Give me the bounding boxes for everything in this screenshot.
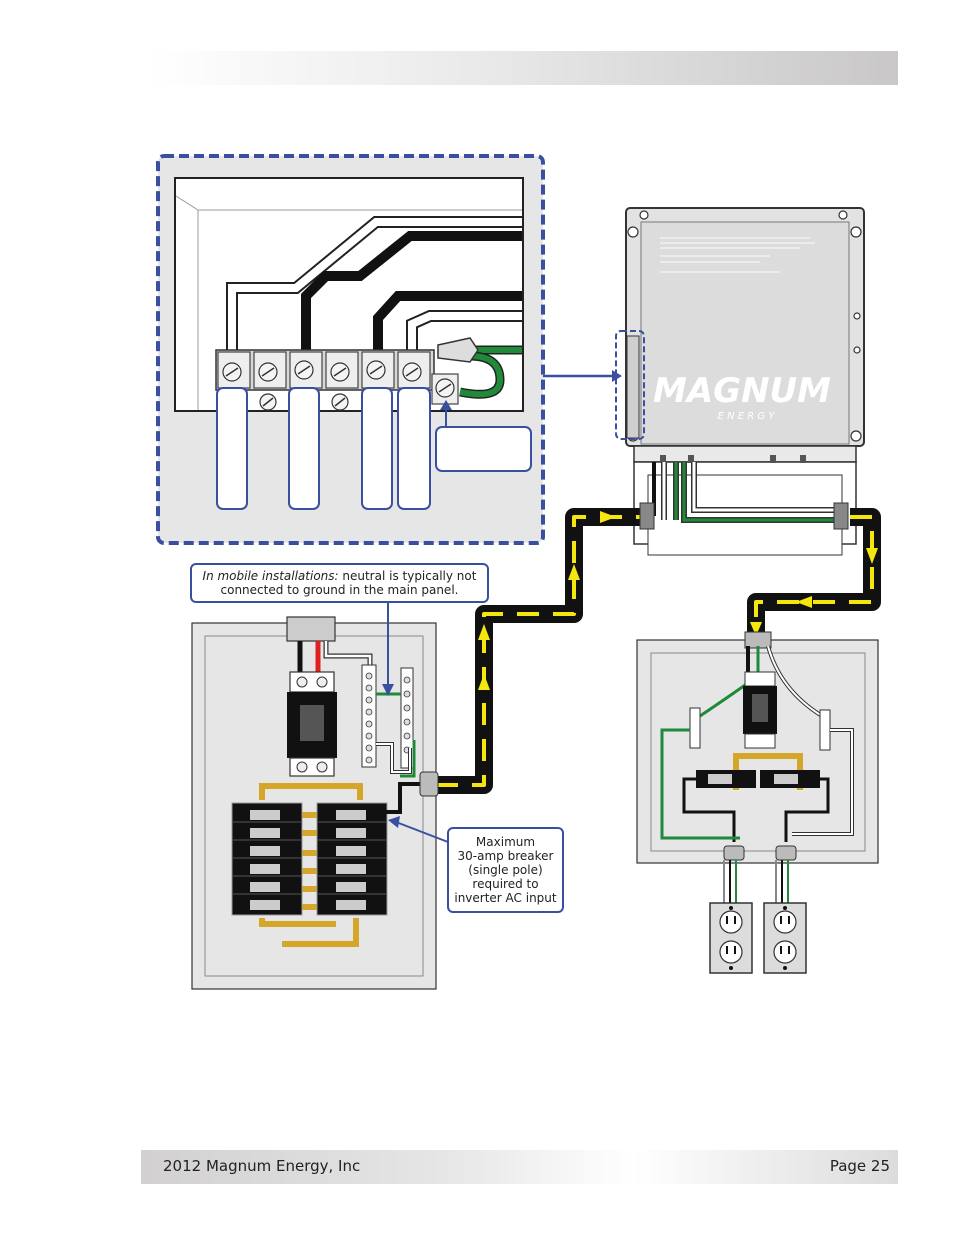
breaker-callout-line-1: Maximum — [475, 835, 536, 849]
inverter-logo-sub: E N E R G Y — [718, 411, 776, 422]
breaker-bank — [231, 802, 388, 916]
breaker-callout-line-5: inverter AC input — [454, 891, 557, 905]
breaker-callout-line-3: (single pole) — [468, 863, 543, 877]
terminal-detail-inset — [156, 154, 545, 545]
sub-panel — [636, 631, 879, 864]
ac-flow-conduits — [436, 502, 881, 794]
breaker-callout-line-4: required to — [472, 877, 539, 891]
main-ac-panel — [191, 616, 439, 990]
footer-page-number: Page 25 — [829, 1157, 890, 1175]
mobile-callout-prefix: In mobile installations: — [202, 569, 339, 583]
max-breaker-callout: Maximum 30-amp breaker (single pole) req… — [447, 827, 564, 913]
header-bar — [148, 51, 898, 85]
breaker-callout-line-2: 30-amp breaker — [457, 849, 554, 863]
inverter: MAGNUM E N E R G Y — [615, 207, 865, 556]
mobile-neutral-callout: In mobile installations: neutral is typi… — [190, 563, 489, 603]
inverter-logo: MAGNUM — [653, 371, 831, 411]
footer-copyright: 2012 Magnum Energy, Inc — [163, 1157, 361, 1175]
mobile-callout-text: neutral is typically not connected to gr… — [220, 569, 477, 597]
footer-bar — [141, 1150, 898, 1184]
receptacles — [709, 860, 807, 974]
